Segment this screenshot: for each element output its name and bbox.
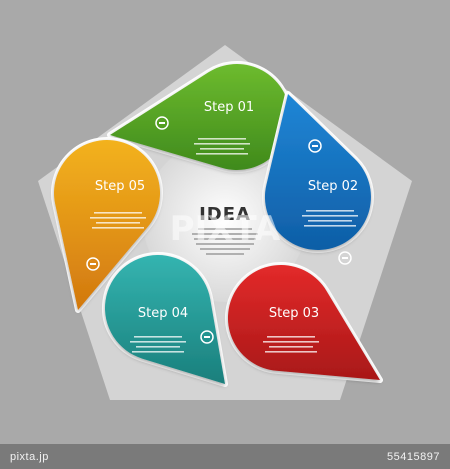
step-text-line xyxy=(267,336,315,338)
clock-icon xyxy=(86,257,100,271)
book-icon xyxy=(338,251,352,265)
step-3: Step 03 xyxy=(224,251,383,383)
step-text-line xyxy=(130,341,186,343)
steps-group: Step 01 Step 02 Step 03 Step 04 Step 05 xyxy=(51,61,383,387)
step-text-line xyxy=(194,143,250,145)
step-title: Step 03 xyxy=(269,306,319,321)
step-text-line xyxy=(269,346,313,348)
step-text-line xyxy=(136,346,180,348)
step-text-line xyxy=(263,341,319,343)
step-text-line xyxy=(306,210,354,212)
footer-image-id: 55415897 xyxy=(387,450,440,463)
step-4: Step 04 xyxy=(102,252,228,387)
cloud-icon xyxy=(308,139,322,153)
step-text-line xyxy=(265,351,317,353)
step-title: Step 02 xyxy=(308,179,358,194)
step-2: Step 02 xyxy=(261,91,374,253)
step-title: Step 01 xyxy=(204,100,254,115)
pentagon-cycle-diagram: Step 01 Step 02 Step 03 Step 04 Step 05 IDEA… xyxy=(38,45,412,400)
step-title: Step 05 xyxy=(95,179,145,194)
step-petal xyxy=(54,140,161,310)
step-text-line xyxy=(308,220,352,222)
step-text-line xyxy=(96,222,140,224)
step-text-line xyxy=(302,215,358,217)
step-text-line xyxy=(94,212,142,214)
people-icon xyxy=(200,330,214,344)
step-text-line xyxy=(196,153,248,155)
cloud-sun-icon xyxy=(155,116,169,130)
step-text-line xyxy=(90,217,146,219)
step-text-line xyxy=(134,336,182,338)
footer-bar: pixta.jp 55415897 xyxy=(0,444,450,469)
footer-brand: pixta.jp xyxy=(10,450,49,463)
center-text-lines xyxy=(192,228,258,255)
step-text-line xyxy=(132,351,184,353)
watermark-text: PIXTA xyxy=(170,209,281,249)
step-text-line xyxy=(304,225,356,227)
center-title: IDEA xyxy=(199,204,251,225)
step-text-line xyxy=(200,148,244,150)
step-title: Step 04 xyxy=(138,306,188,321)
step-text-line xyxy=(92,227,144,229)
step-5: Step 05 xyxy=(51,137,163,313)
step-text-line xyxy=(198,138,246,140)
